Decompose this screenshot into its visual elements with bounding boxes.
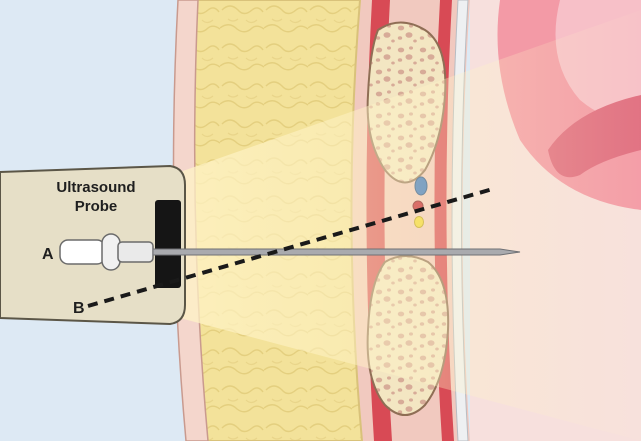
probe-face	[155, 200, 181, 288]
needle-hub	[117, 241, 154, 263]
needle-assembly	[59, 233, 521, 271]
trajectory-line	[87, 186, 497, 308]
probe-label-line1: Ultrasound	[56, 179, 135, 196]
ultrasound-beam	[180, 10, 641, 441]
label-a: A	[42, 246, 54, 263]
needle-shaft	[152, 248, 521, 256]
probe-label-line2: Probe	[75, 198, 118, 215]
label-b: B	[73, 300, 85, 317]
syringe-hub	[59, 239, 106, 265]
